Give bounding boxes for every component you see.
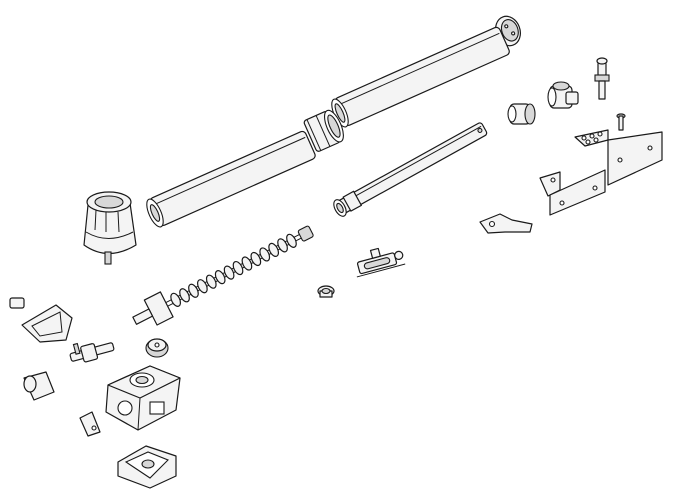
bolt	[616, 113, 626, 131]
bottom-cover	[117, 445, 177, 489]
piston-rod	[333, 122, 488, 217]
release-cylinder	[23, 371, 55, 401]
lead-screw	[132, 225, 314, 326]
shaft-assembly	[69, 342, 115, 363]
front-bracket	[574, 129, 663, 186]
coupling-ring	[303, 109, 344, 152]
wire-clamp	[9, 297, 73, 343]
gear	[145, 338, 169, 358]
fitting-elbow	[547, 81, 579, 109]
rear-bracket	[539, 169, 606, 216]
grease-nipple	[594, 57, 610, 100]
small-plate	[479, 213, 533, 234]
outer-tube-rear	[146, 130, 316, 228]
gearbox-housing	[105, 365, 181, 431]
screw-thread	[170, 233, 297, 307]
bushing	[317, 285, 335, 298]
outer-tube-front	[331, 26, 510, 128]
rod-bracket	[356, 247, 406, 278]
motor-cover	[83, 191, 137, 265]
fitting-straight	[507, 103, 536, 125]
clip	[79, 411, 101, 437]
